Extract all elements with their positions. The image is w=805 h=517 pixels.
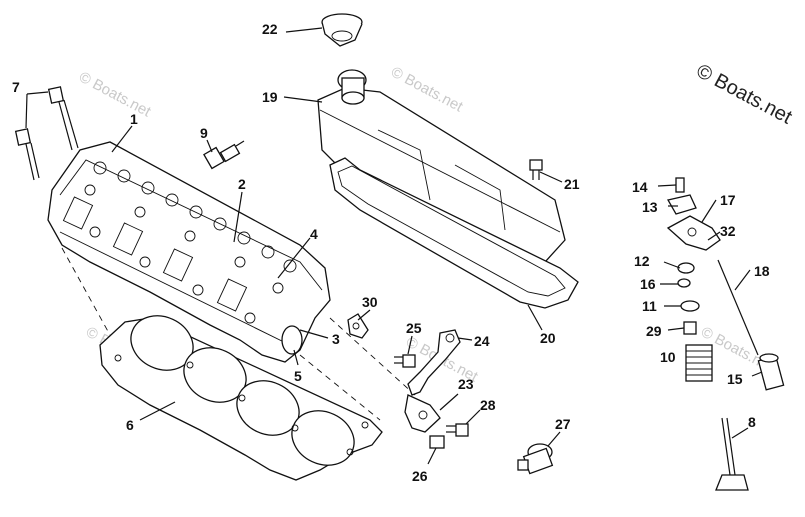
callout-21: 21 — [564, 176, 580, 192]
callout-14: 14 — [632, 179, 648, 195]
callout-23: 23 — [458, 376, 474, 392]
callout-7: 7 — [12, 79, 20, 95]
cylinder-head — [47, 141, 331, 363]
callout-29: 29 — [646, 323, 662, 339]
valve-cover — [317, 69, 566, 271]
rocker-stud-14 — [675, 177, 685, 193]
callout-10: 10 — [660, 349, 676, 365]
callout-4: 4 — [310, 226, 318, 242]
alignment-line-3 — [329, 317, 416, 396]
callout-15: 15 — [727, 371, 743, 387]
callout-26: 26 — [412, 468, 428, 484]
callout-28: 28 — [480, 397, 496, 413]
alignment-line-1 — [61, 247, 111, 336]
pushrod-18 — [717, 259, 759, 356]
pivot-ball-12 — [677, 262, 695, 274]
bolt-28 — [446, 423, 469, 437]
callout-27: 27 — [555, 416, 571, 432]
callout-18: 18 — [754, 263, 770, 279]
valve-keys-16 — [677, 278, 691, 288]
callout-5: 5 — [294, 368, 302, 384]
spark-plug — [203, 140, 245, 170]
valve-seal-29 — [683, 321, 697, 335]
bracket-30 — [347, 313, 369, 339]
callout-2: 2 — [238, 176, 246, 192]
callout-24: 24 — [474, 333, 490, 349]
callout-32: 32 — [720, 223, 736, 239]
head-bolt-long — [47, 86, 79, 151]
watermark-corner: © Boats.net — [693, 60, 796, 129]
callout-12: 12 — [634, 253, 650, 269]
bolt-25 — [394, 354, 416, 368]
callout-20: 20 — [540, 330, 556, 346]
leader-lines — [25, 27, 763, 465]
callout-13: 13 — [642, 199, 658, 215]
bolt-26 — [429, 435, 445, 449]
callout-25: 25 — [406, 320, 422, 336]
valve-cover-gasket — [329, 157, 579, 309]
cover-screw — [529, 159, 543, 180]
callout-11: 11 — [642, 298, 657, 314]
callout-30: 30 — [362, 294, 378, 310]
callout-6: 6 — [126, 417, 134, 433]
callout-19: 19 — [262, 89, 278, 105]
callout-8: 8 — [748, 414, 756, 430]
callout-1: 1 — [130, 111, 138, 127]
watermark-1: © Boats.net — [76, 69, 154, 121]
callout-17: 17 — [720, 192, 736, 208]
callout-16: 16 — [640, 276, 656, 292]
valve-spring-10 — [685, 344, 713, 382]
temperature-sender — [517, 443, 554, 475]
callout-9: 9 — [200, 125, 208, 141]
head-gasket — [99, 315, 383, 481]
oil-filler-cap — [321, 13, 363, 47]
callout-22: 22 — [262, 21, 278, 37]
lift-bracket-24 — [404, 329, 461, 433]
rocker-arm-17 — [666, 215, 721, 251]
rocker-guide-13 — [667, 194, 697, 215]
callout-3: 3 — [332, 331, 340, 347]
spring-retainer-11 — [680, 300, 700, 312]
head-bolt-short — [14, 128, 40, 181]
valve-8 — [715, 417, 749, 491]
lifter-15 — [757, 353, 785, 391]
